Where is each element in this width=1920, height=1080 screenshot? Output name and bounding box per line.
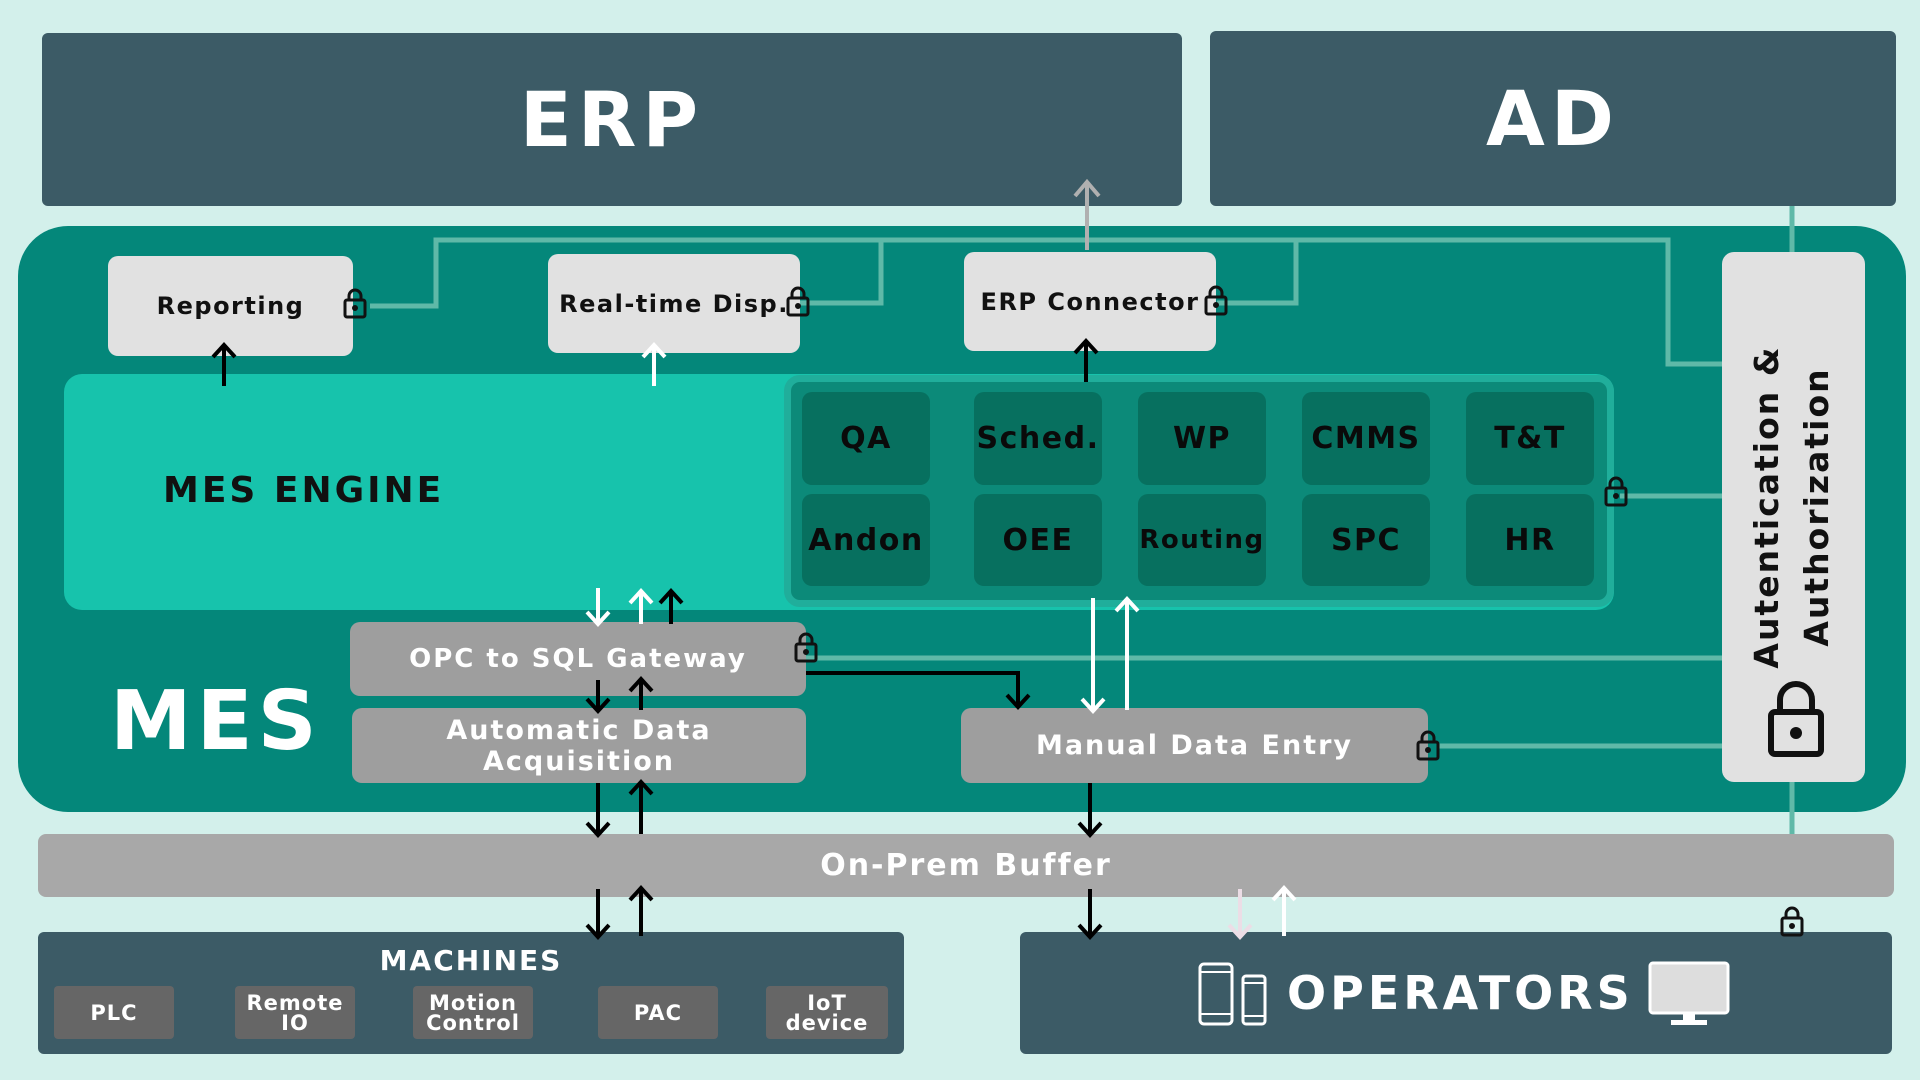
ada-line1: Automatic Data (446, 714, 712, 746)
padlock-icon-gateway (794, 632, 818, 663)
arrow-gateway-to-manual (806, 671, 1031, 710)
machine-pac[interactable]: PAC (598, 986, 718, 1039)
manual-entry-label: Manual Data Entry (1035, 730, 1354, 761)
opc-gateway-label: OPC to SQL Gateway (409, 643, 747, 674)
arrow-engine-to-realtime (641, 342, 667, 386)
reporting-label: Reporting (156, 292, 305, 320)
monitor-icon (1648, 961, 1730, 1025)
module-hr[interactable]: HR (1466, 494, 1594, 586)
tablet-icon (1198, 962, 1234, 1026)
machine-line2: device (785, 1010, 869, 1035)
phone-icon (1241, 974, 1267, 1026)
on-prem-buffer: On-Prem Buffer (38, 834, 1894, 897)
padlock-icon-manual (1416, 730, 1440, 761)
arrow-buffer-to-operators (1077, 889, 1103, 940)
padlock-icon-reporting (343, 288, 367, 319)
arrow-buffer-to-machines (585, 889, 611, 940)
arrow-modules-to-manual (1080, 598, 1106, 714)
mes-label: MES (110, 674, 322, 769)
module-tt[interactable]: T&T (1466, 392, 1594, 485)
module-label: OEE (1002, 522, 1074, 558)
reporting-box[interactable]: Reporting (108, 256, 353, 356)
padlock-icon-erp-connector (1204, 285, 1228, 316)
machine-line1: IoT (807, 990, 847, 1015)
machine-line1: Remote (246, 990, 344, 1015)
opc-sql-gateway-box[interactable]: OPC to SQL Gateway (350, 622, 806, 696)
machine-line1: Motion (429, 990, 517, 1015)
buffer-label: On-Prem Buffer (820, 848, 1112, 883)
erp-label: ERP (519, 75, 705, 164)
module-label: SPC (1330, 522, 1402, 558)
arrow-gateway-to-ada (585, 680, 611, 714)
operators-label: OPERATORS (1287, 966, 1634, 1020)
arrow-manual-to-buffer (1077, 783, 1103, 838)
module-qa[interactable]: QA (802, 392, 930, 485)
arrow-engine-to-gateway (585, 588, 611, 627)
padlock-icon-modules (1604, 476, 1628, 507)
module-label: Sched. (976, 421, 1100, 456)
module-label: T&T (1494, 421, 1566, 456)
module-spc[interactable]: SPC (1302, 494, 1430, 586)
module-label: WP (1172, 421, 1232, 456)
arrow-buffer-to-ada (628, 779, 654, 834)
module-wp[interactable]: WP (1138, 392, 1266, 485)
arrow-engine-to-reporting (211, 342, 237, 386)
arrow-gateway-to-engine-white (628, 588, 654, 624)
module-cmms[interactable]: CMMS (1302, 392, 1430, 485)
padlock-icon-realtime (786, 286, 810, 317)
ad-label: AD (1486, 74, 1620, 163)
module-label: CMMS (1311, 421, 1421, 456)
machines-title: MACHINES (379, 944, 563, 977)
manual-data-entry-box[interactable]: Manual Data Entry (961, 708, 1428, 783)
module-oee[interactable]: OEE (974, 494, 1102, 586)
module-sched[interactable]: Sched. (974, 392, 1102, 485)
module-label: Andon (808, 522, 924, 558)
arrow-engine-to-erp-connector (1073, 338, 1099, 382)
module-label: Routing (1139, 525, 1265, 555)
machine-line1: PAC (633, 1000, 683, 1025)
realtime-label: Real-time Disp. (559, 289, 789, 318)
arrow-gateway-to-engine-black (658, 588, 684, 624)
module-label: HR (1504, 522, 1556, 558)
arrow-faint-up (1271, 885, 1297, 936)
module-routing[interactable]: Routing (1138, 494, 1266, 586)
ada-line2: Acquisition (483, 745, 675, 777)
machine-plc[interactable]: PLC (54, 986, 174, 1039)
machine-line2: IO (281, 1010, 309, 1035)
erp-block: ERP (42, 33, 1182, 206)
mes-engine-label: MES ENGINE (163, 470, 445, 511)
module-label: QA (840, 421, 892, 456)
module-andon[interactable]: Andon (802, 494, 930, 586)
auth-box[interactable]: Autentication & Authorization (1722, 252, 1865, 782)
automatic-data-acquisition-box[interactable]: Automatic Data Acquisition (352, 708, 806, 783)
operators-block: OPERATORS (1020, 932, 1892, 1054)
realtime-dispatch-box[interactable]: Real-time Disp. (548, 254, 800, 353)
arrow-ada-to-buffer (585, 783, 611, 838)
arrow-faint-down (1227, 889, 1253, 940)
padlock-icon-operators (1780, 906, 1804, 937)
machine-line2: Control (426, 1010, 520, 1035)
ad-block: AD (1210, 31, 1896, 206)
arrow-manual-to-modules (1114, 596, 1140, 710)
erp-connector-label: ERP Connector (980, 287, 1200, 316)
lock-icon (1768, 681, 1824, 757)
arrow-machines-to-buffer (628, 885, 654, 936)
erp-connector-box[interactable]: ERP Connector (964, 252, 1216, 351)
machine-line1: PLC (90, 1000, 138, 1025)
arrow-ada-to-gateway (628, 676, 654, 710)
